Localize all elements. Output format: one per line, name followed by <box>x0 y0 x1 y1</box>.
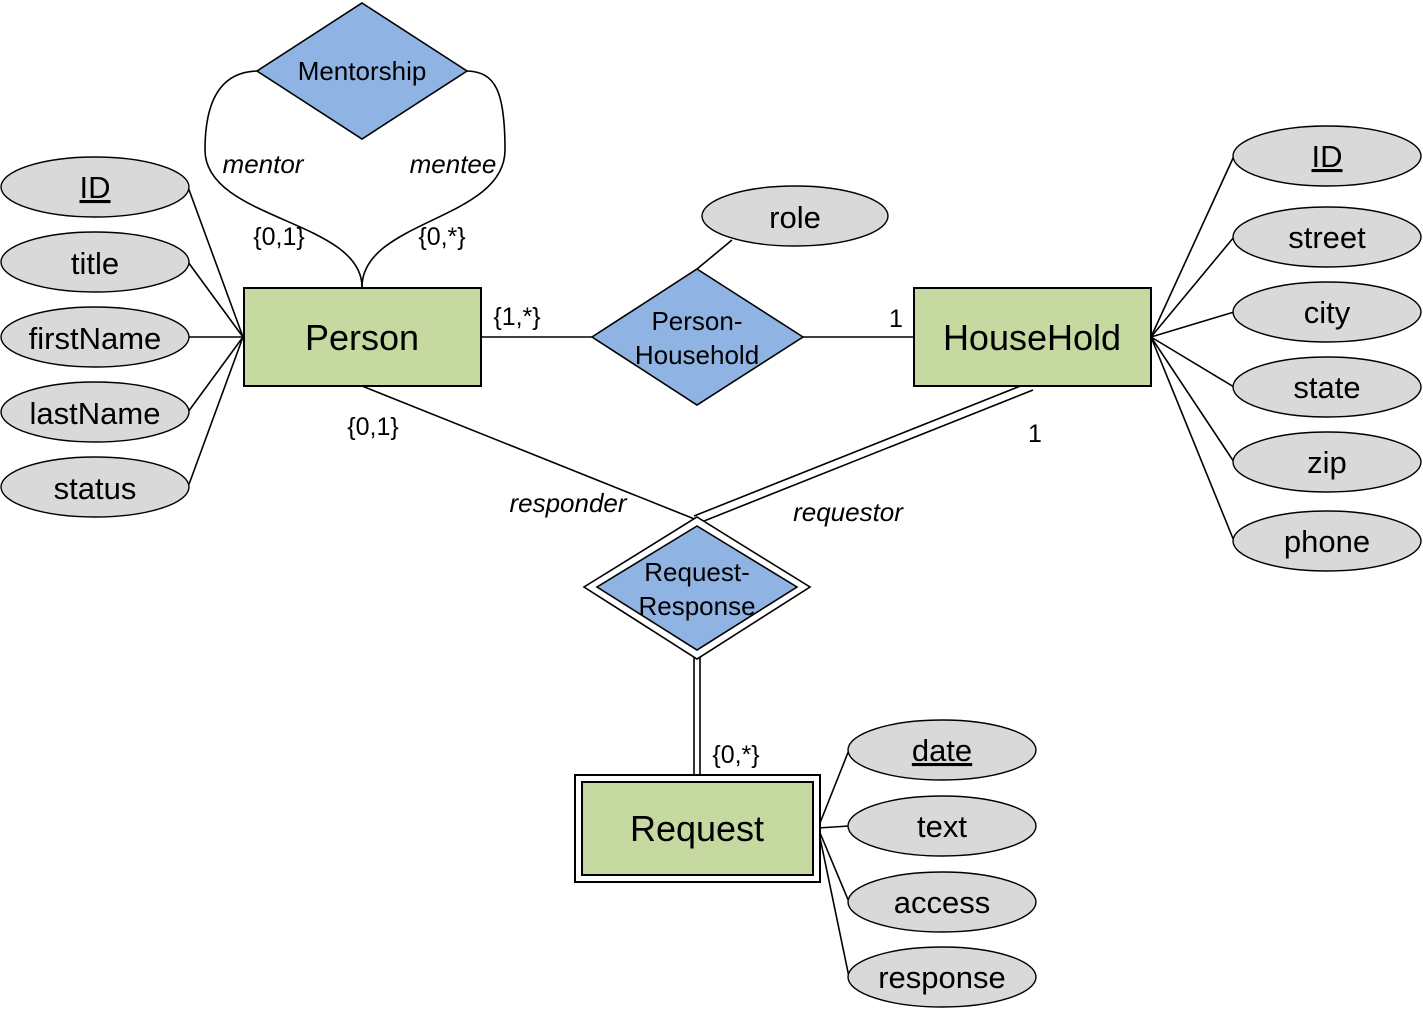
relationship-person-household-line1: Person- <box>651 306 742 336</box>
role-requestor: requestor <box>793 497 904 527</box>
attr-person-status: status <box>0 456 190 518</box>
cardinality-person-request-response: {0,1} <box>347 413 398 441</box>
cardinality-mentee: {0,*} <box>418 223 465 251</box>
relationship-person-household-line2: Household <box>635 340 759 370</box>
attr-person-status-label: status <box>54 471 137 506</box>
attr-household-city: city <box>1232 281 1422 343</box>
cardinality-person-household: {1,*} <box>493 303 540 331</box>
role-mentee: mentee <box>410 149 497 179</box>
line-household-street <box>1150 236 1235 338</box>
cardinality-request: {0,*} <box>712 741 759 769</box>
attr-household-phone: phone <box>1232 510 1422 572</box>
entity-request: Request <box>574 774 821 883</box>
role-mentor: mentor <box>223 149 305 179</box>
cardinality-household-request-response: 1 <box>1028 420 1042 448</box>
line-person-title <box>187 261 244 338</box>
line-household-city <box>1150 311 1235 338</box>
attr-household-state-label: state <box>1293 370 1360 405</box>
attr-household-zip: zip <box>1232 431 1422 493</box>
line-role-attribute <box>696 239 733 270</box>
attr-request-date: date <box>847 719 1037 781</box>
connector-lines <box>187 70 1235 978</box>
attr-person-id-label: ID <box>80 170 111 205</box>
line-request-access <box>817 827 850 903</box>
cardinality-household-person-household: 1 <box>889 305 903 333</box>
line-mentor <box>204 70 363 288</box>
attr-household-id: ID <box>1232 125 1422 187</box>
attr-person-id: ID <box>0 156 190 218</box>
attr-request-text-label: text <box>917 809 967 844</box>
entity-person: Person <box>243 287 482 387</box>
request-attributes: date text access response <box>847 719 1037 1008</box>
cardinality-mentor: {0,1} <box>253 223 304 251</box>
line-request-date <box>817 749 850 829</box>
attr-household-state: state <box>1232 356 1422 418</box>
relationship-mentorship: Mentorship <box>255 2 469 140</box>
line-requestor-1 <box>693 382 1029 517</box>
attr-request-access: access <box>847 871 1037 933</box>
line-request-text <box>817 825 850 829</box>
attr-person-lastname: lastName <box>0 381 190 443</box>
household-attributes: ID street city state zip phone <box>1232 125 1422 572</box>
attr-person-firstname: firstName <box>0 306 190 368</box>
relationship-request-response-line1: Request- <box>644 557 750 587</box>
attr-household-street-label: street <box>1288 220 1366 255</box>
line-household-zip <box>1150 336 1235 463</box>
attr-household-city-label: city <box>1304 295 1351 330</box>
relationship-mentorship-label: Mentorship <box>298 56 427 86</box>
attr-request-date-label: date <box>912 733 972 768</box>
entity-request-label: Request <box>630 808 764 849</box>
attr-household-phone-label: phone <box>1284 524 1370 559</box>
line-household-state <box>1150 336 1235 388</box>
attr-household-zip-label: zip <box>1307 445 1347 480</box>
line-household-phone <box>1150 336 1235 542</box>
line-requestor-2 <box>698 389 1034 524</box>
relationship-person-household: Person- Household <box>590 268 805 406</box>
line-responder <box>361 385 698 521</box>
role-responder: responder <box>509 488 627 518</box>
line-mentee <box>361 70 506 288</box>
attr-person-lastname-label: lastName <box>30 396 161 431</box>
entity-person-label: Person <box>305 317 419 358</box>
attr-request-response: response <box>847 946 1037 1008</box>
attr-household-id-label: ID <box>1312 139 1343 174</box>
attr-role-label: role <box>769 200 821 235</box>
entity-household: HouseHold <box>913 287 1152 387</box>
attr-request-access-label: access <box>894 885 990 920</box>
line-person-lastname <box>187 336 244 413</box>
attr-request-text: text <box>847 795 1037 857</box>
attr-person-title-label: title <box>71 246 119 281</box>
line-person-status <box>187 336 244 488</box>
attr-role: role <box>701 185 889 247</box>
attr-household-street: street <box>1232 206 1422 268</box>
relationship-request-response: Request- Response <box>582 516 812 660</box>
line-person-id <box>187 186 244 338</box>
attr-person-firstname-label: firstName <box>29 321 162 356</box>
person-attributes: ID title firstName lastName status <box>0 156 190 518</box>
attr-person-title: title <box>0 231 190 293</box>
line-request-response <box>817 827 850 978</box>
line-household-id <box>1150 155 1235 338</box>
relationship-request-response-line2: Response <box>638 591 755 621</box>
entity-household-label: HouseHold <box>943 317 1121 358</box>
attr-request-response-label: response <box>878 960 1006 995</box>
